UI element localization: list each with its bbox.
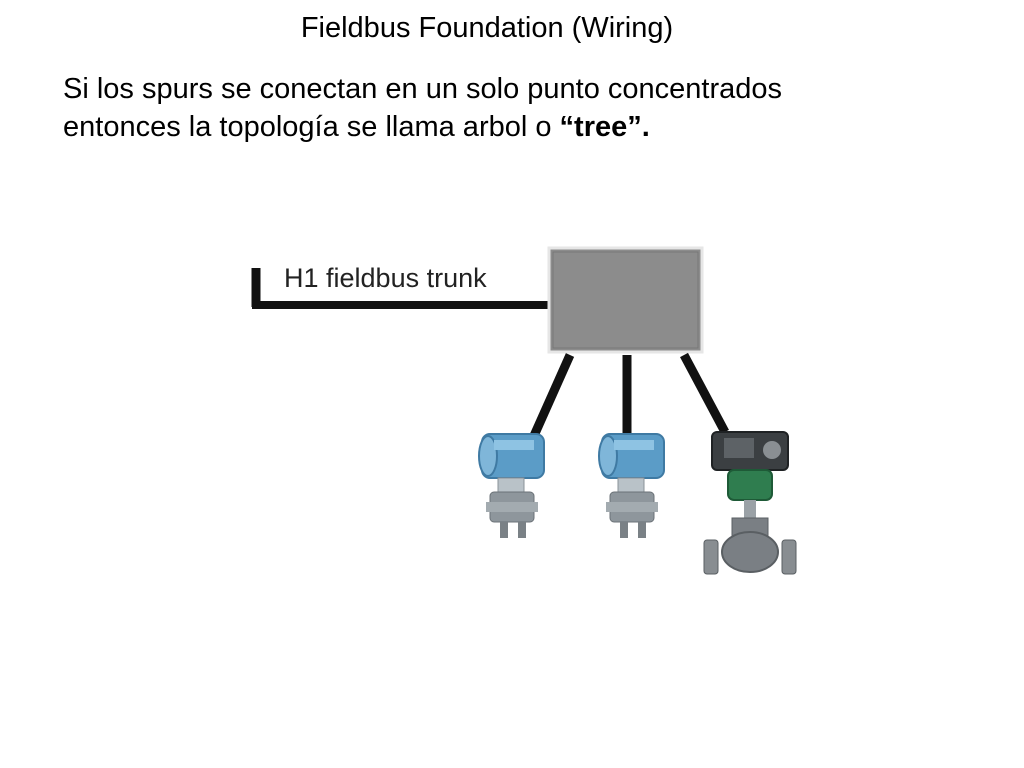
paragraph-line-2: entonces la topología se llama arbol o: [63, 111, 560, 143]
paragraph-emphasis: “tree”.: [559, 111, 650, 143]
junction-box: [547, 246, 704, 354]
spur-cables: [528, 352, 729, 440]
pressure-transmitter-icon: [478, 433, 545, 538]
trunk-cable: [251, 268, 550, 309]
slide-paragraph: Si los spurs se conectan en un solo punt…: [63, 70, 963, 146]
slide-title: Fieldbus Foundation (Wiring): [300, 12, 674, 44]
spur-3: [680, 352, 729, 435]
control-valve-icon: [703, 431, 797, 575]
spur-1: [528, 353, 575, 440]
pressure-transmitter-icon: [598, 433, 665, 538]
trunk-label: H1 fieldbus trunk: [284, 263, 487, 293]
paragraph-line-1: Si los spurs se conectan en un solo punt…: [63, 73, 783, 105]
